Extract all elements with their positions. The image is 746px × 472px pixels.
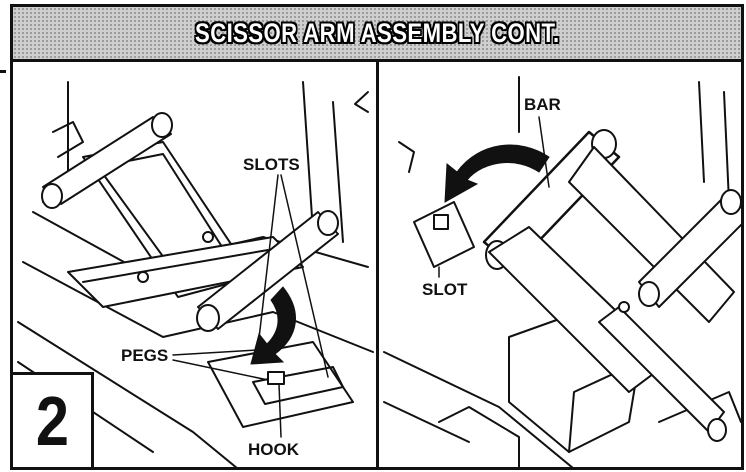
pegs-leader-2 (172, 359, 269, 381)
right-panel: BAR SLOT (379, 62, 741, 467)
motion-arrow (250, 286, 296, 365)
wall-right-2 (723, 91, 730, 203)
step-number-box: 2 (13, 372, 94, 467)
label-slots: SLOTS (241, 155, 302, 174)
hook-leader (278, 383, 282, 438)
cross-roller-end (638, 281, 660, 307)
wall-right-2 (332, 101, 344, 243)
peg-left (137, 271, 149, 283)
floor-ledge (658, 391, 741, 423)
upper-roller-end (41, 183, 63, 209)
bar-leader (538, 116, 550, 188)
slot-opening (433, 214, 449, 230)
lower-roller-cap (317, 210, 339, 236)
label-pegs: PEGS (119, 346, 171, 365)
right-panel-illustration (383, 76, 741, 467)
left-panel: SLOTS PEGS HOOK 2 (13, 62, 379, 467)
floor-line-2 (383, 401, 470, 443)
lower-arm-end (707, 418, 727, 442)
hook-slot (252, 366, 344, 405)
margin-mark (0, 70, 6, 73)
label-bar: BAR (522, 95, 563, 114)
slots-leader-2 (280, 174, 329, 378)
step-number: 2 (35, 382, 69, 460)
upper-roller-cap (151, 112, 173, 138)
instruction-frame: SCISSOR ARM ASSEMBLY CONT. (10, 4, 744, 470)
wall-right (302, 81, 314, 233)
label-slot: SLOT (420, 280, 470, 299)
pegs-leader-1 (172, 349, 259, 356)
left-panel-illustration (17, 81, 374, 467)
title-banner: SCISSOR ARM ASSEMBLY CONT. (13, 7, 741, 62)
page-title: SCISSOR ARM ASSEMBLY CONT. (194, 17, 560, 48)
wall-right (698, 81, 705, 183)
wall-notch (52, 121, 84, 158)
bracket (398, 141, 415, 173)
label-hook: HOOK (246, 440, 301, 459)
corner-mark (354, 91, 369, 113)
floor-line-1 (383, 351, 574, 467)
slots-leader-1 (257, 174, 279, 348)
lower-arm (598, 306, 725, 433)
slot-block (413, 201, 475, 268)
floor-step (438, 406, 520, 467)
motion-arrow (444, 144, 550, 203)
hook (267, 371, 285, 385)
cross-roller-cap (720, 189, 741, 215)
cross-arm-inner (82, 249, 269, 283)
base-edge (17, 321, 238, 467)
peg-right (202, 231, 214, 243)
lower-roller-end (196, 304, 220, 332)
pivot-peg (618, 301, 630, 313)
